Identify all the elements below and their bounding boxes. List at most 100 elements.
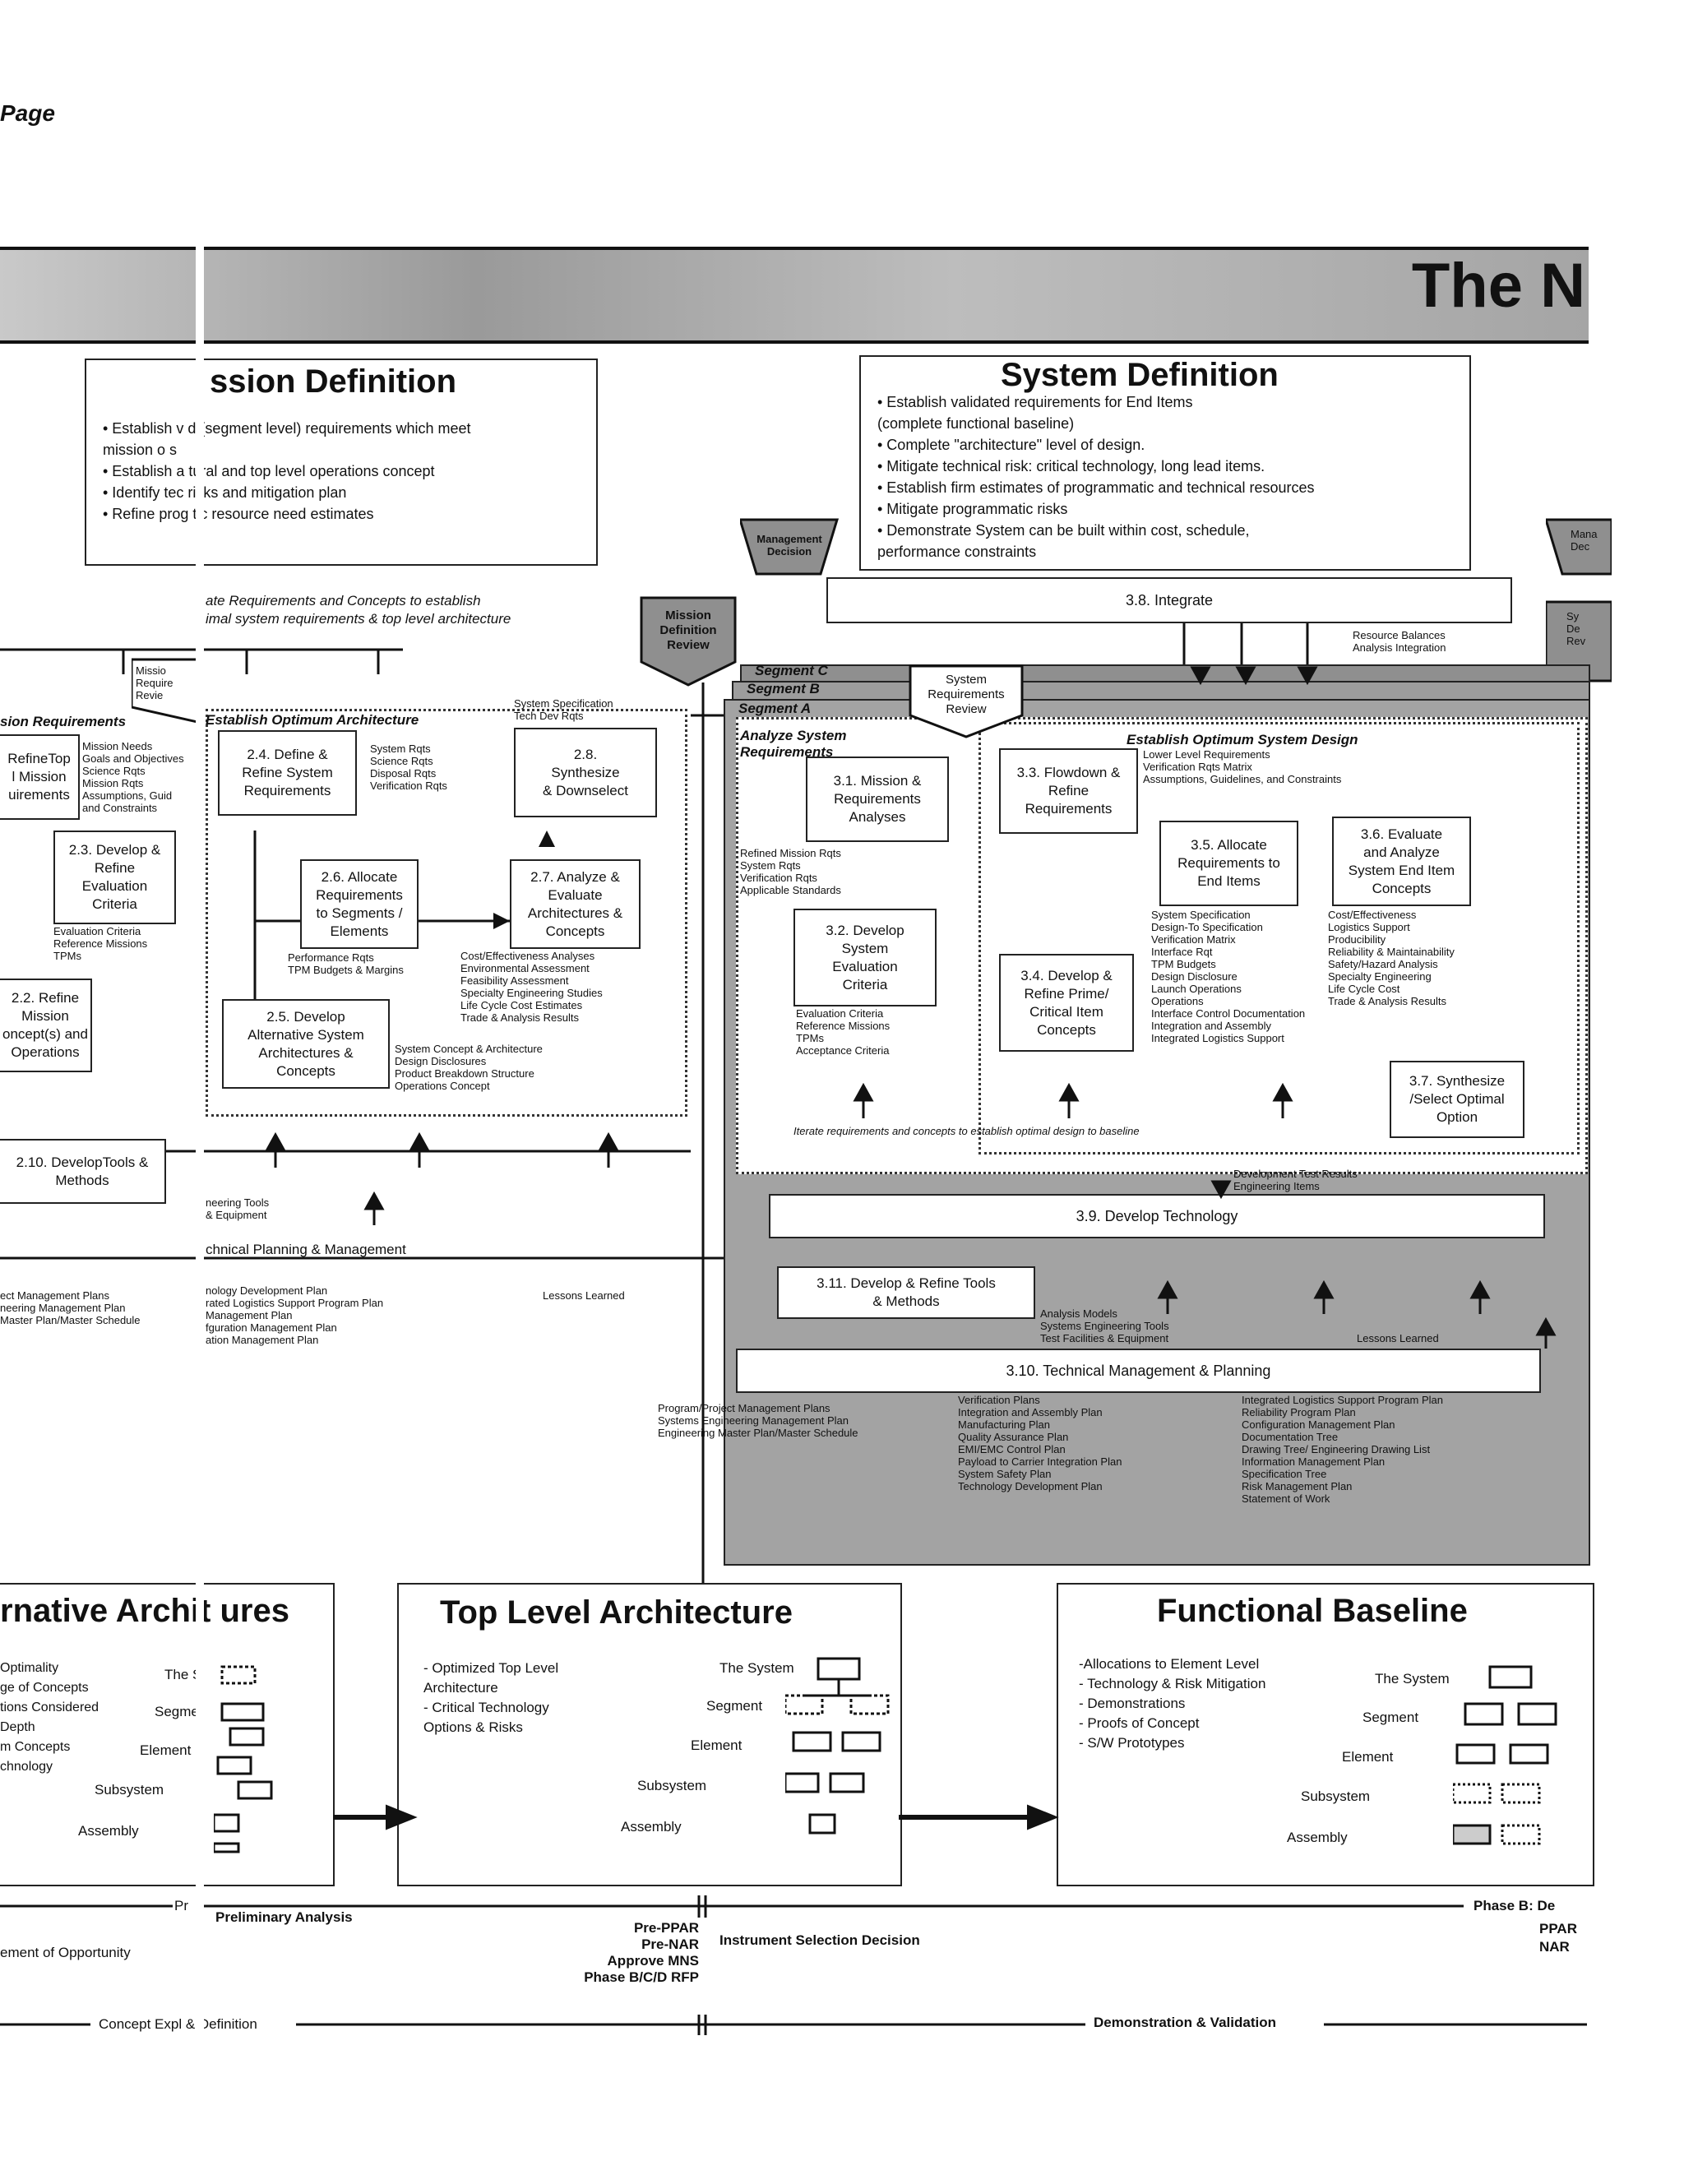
alternative-architectures-box: rnative Archit ures Optimality ge of Con… xyxy=(0,1583,335,1886)
node-2-8: 2.8. Synthesize & Downselect xyxy=(514,728,657,817)
segment-c-label: Segment C xyxy=(755,663,828,678)
fb-tree-icon xyxy=(1453,1665,1557,1845)
system-definition-bullets: • Establish validated requirements for E… xyxy=(877,394,1315,560)
tla-tree-icon xyxy=(785,1657,890,1835)
node-2-7: 2.7. Analyze & Evaluate Architectures & … xyxy=(510,859,641,949)
system-plans-a: Program/Project Management Plans Systems… xyxy=(658,1402,858,1439)
management-decision-right-shape xyxy=(1546,518,1612,576)
functional-baseline-text: -Allocations to Element Level - Technolo… xyxy=(1079,1656,1266,1751)
outputs-3-5: System Specification Design-To Specifica… xyxy=(1151,909,1306,1044)
timeline-opportunity: ement of Opportunity xyxy=(0,1945,131,1960)
technical-management-bar: 3.10. Technical Management & Planning xyxy=(736,1349,1541,1393)
system-plans-c: Integrated Logistics Support Program Pla… xyxy=(1242,1394,1443,1505)
fb-level-assembly: Assembly xyxy=(1287,1830,1348,1845)
mission-iterate-text: ate Requirements and Concepts to establi… xyxy=(206,593,511,627)
mission-architecture-frame xyxy=(206,709,687,1117)
functional-baseline-box: Functional Baseline -Allocations to Elem… xyxy=(1057,1583,1594,1886)
timeline-preliminary-analysis: Preliminary Analysis xyxy=(215,1909,353,1925)
node-2-1: RefineTop l Mission uirements xyxy=(0,734,80,820)
development-test-results: Development Test Results Engineering Ite… xyxy=(1233,1168,1358,1192)
outputs-2-3: Evaluation Criteria Reference Missions T… xyxy=(53,925,148,962)
outputs-2-4: System Rqts Science Rqts Disposal Rqts V… xyxy=(370,743,447,792)
tla-level-element: Element xyxy=(691,1737,743,1753)
top-level-architecture-box: Top Level Architecture - Optimized Top L… xyxy=(397,1583,902,1886)
fb-level-element: Element xyxy=(1342,1749,1394,1765)
alt-level-assembly: Assembly xyxy=(78,1823,139,1839)
title-banner xyxy=(0,247,1589,344)
tla-level-subsystem: Subsystem xyxy=(637,1778,707,1793)
mission-definition-title: ssion Definition xyxy=(210,363,456,400)
outputs-2-5: System Concept & Architecture Design Dis… xyxy=(395,1043,543,1092)
mission-definition-bullets: • Establish v d (segment level) requirem… xyxy=(103,420,471,522)
mission-definition-review-shape xyxy=(640,596,737,687)
mission-tools-outputs: neering Tools & Equipment xyxy=(206,1196,270,1221)
system-requirements-review-label: System Requirements Review xyxy=(928,673,1005,716)
fb-level-subsystem: Subsystem xyxy=(1301,1788,1371,1804)
system-definition-box: System Definition • Establish validated … xyxy=(859,355,1471,571)
establish-optimum-architecture-label: Establish Optimum Architecture xyxy=(206,712,419,728)
timeline-concept-exploration: Concept Expl & Definition xyxy=(99,2016,257,2032)
alt-level-segment: Segme xyxy=(155,1704,199,1719)
tla-level-segment: Segment xyxy=(706,1698,763,1714)
node-3-3: 3.3. Flowdown & Refine Requirements xyxy=(999,748,1138,834)
node-3-7: 3.7. Synthesize /Select Optimal Option xyxy=(1390,1061,1524,1138)
mission-definition-review-label: Mission Definition Review xyxy=(659,608,717,652)
functional-baseline-title: Functional Baseline xyxy=(1157,1593,1468,1629)
alt-level-system: The S xyxy=(164,1667,202,1682)
node-3-2: 3.2. Develop System Evaluation Criteria xyxy=(793,909,937,1006)
mission-requirements-header: sion Requirements xyxy=(0,714,127,729)
node-2-2: 2.2. Refine Mission oncept(s) and Operat… xyxy=(0,979,92,1072)
node-3-11: 3.11. Develop & Refine Tools & Methods xyxy=(777,1266,1035,1319)
system-plans-b: Verification Plans Integration and Assem… xyxy=(958,1394,1122,1492)
alt-level-element: Element xyxy=(140,1742,192,1758)
timeline-instrument-selection: Instrument Selection Decision xyxy=(719,1932,920,1948)
node-2-5: 2.5. Develop Alternative System Architec… xyxy=(222,999,390,1089)
node-3-1: 3.1. Mission & Requirements Analyses xyxy=(806,757,949,842)
outputs-3-6: Cost/Effectiveness Logistics Support Pro… xyxy=(1328,909,1455,1007)
system-requirements-review-shape xyxy=(909,664,1024,738)
tla-level-system: The System xyxy=(719,1660,794,1676)
top-level-architecture-title: Top Level Architecture xyxy=(440,1594,793,1631)
node-2-10: 2.10. DevelopTools & Methods xyxy=(0,1139,166,1204)
fb-level-segment: Segment xyxy=(1362,1710,1419,1725)
management-decision-label: Management Decision xyxy=(756,533,822,558)
scan-gap xyxy=(196,243,204,2184)
segment-a-label: Segment A xyxy=(738,701,812,716)
top-level-architecture-text: - Optimized Top Level Architecture - Cri… xyxy=(423,1660,559,1735)
mission-plans-left: ect Management Plans neering Management … xyxy=(0,1289,141,1326)
alt-tree-icon xyxy=(214,1665,273,1853)
timeline-pr: Pr xyxy=(174,1898,188,1913)
outputs-3-3: Lower Level Requirements Verification Rq… xyxy=(1143,748,1342,785)
mission-technical-planning: chnical Planning & Management xyxy=(206,1242,406,1257)
fb-level-system: The System xyxy=(1375,1671,1450,1687)
node-2-3: 2.3. Develop & Refine Evaluation Criteri… xyxy=(53,831,176,924)
segment-b-label: Segment B xyxy=(747,681,820,696)
banner-title: The N xyxy=(1411,251,1585,321)
node-2-4: 2.4. Define & Refine System Requirements xyxy=(218,730,357,816)
timeline-phase-b: Phase B: De xyxy=(1474,1898,1556,1913)
mission-plans-middle: nology Development Plan rated Logistics … xyxy=(206,1284,384,1346)
alt-level-subsystem: Subsystem xyxy=(95,1782,164,1798)
management-decision-shape xyxy=(740,518,839,576)
timeline-demonstration-validation: Demonstration & Validation xyxy=(1094,2015,1276,2030)
outputs-3-1: Refined Mission Rqts System Rqts Verific… xyxy=(740,847,841,896)
node-3-5: 3.5. Allocate Requirements to End Items xyxy=(1159,821,1298,906)
outputs-2-8: System Specification Tech Dev Rqts xyxy=(514,697,613,722)
node-3-6: 3.6. Evaluate and Analyze System End Ite… xyxy=(1332,817,1471,906)
system-definition-title: System Definition xyxy=(1001,357,1279,393)
timeline-ppar-nar: PPAR NAR xyxy=(1539,1921,1577,1955)
analyze-system-label: Analyze System Requirements xyxy=(740,728,847,760)
alternative-architectures-text: Optimality ge of Concepts tions Consider… xyxy=(0,1661,99,1774)
outputs-2-6: Performance Rqts TPM Budgets & Margins xyxy=(288,951,404,976)
outputs-2-7: Cost/Effectiveness Analyses Environmenta… xyxy=(460,950,603,1024)
mission-requirements-review-shape xyxy=(132,658,197,724)
mission-lessons-learned: Lessons Learned xyxy=(543,1289,625,1302)
timeline-milestones: Pre-PPAR Pre-NAR Approve MNS Phase B/C/D… xyxy=(584,1920,699,1985)
system-lessons-learned: Lessons Learned xyxy=(1357,1332,1439,1344)
mission-needs-list: Mission Needs Goals and Objectives Scien… xyxy=(82,740,184,814)
tla-level-assembly: Assembly xyxy=(621,1819,682,1835)
mission-definition-box: ssion Definition • Establish v d (segmen… xyxy=(85,359,598,566)
alternative-architectures-title: rnative Archit ures xyxy=(0,1593,289,1629)
system-review-right-label: Sy De Rev xyxy=(1566,610,1586,647)
